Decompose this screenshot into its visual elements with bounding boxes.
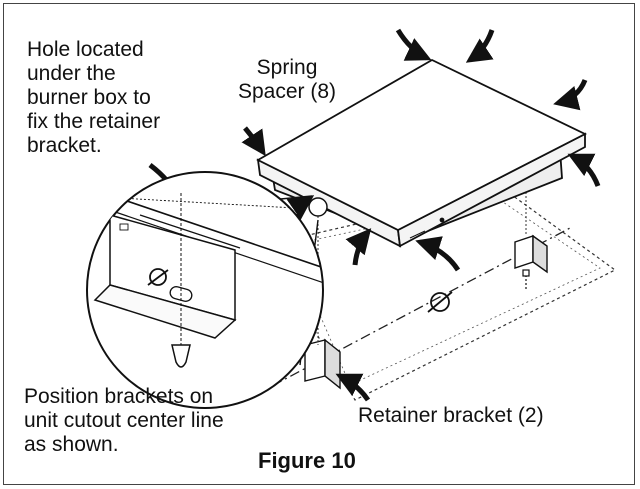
center-line-symbol — [427, 291, 453, 313]
hole-label-line: fix the retainer — [27, 110, 161, 133]
hole-label-line: under the — [27, 62, 116, 85]
position-label-line: unit cutout center line — [24, 409, 224, 432]
cutout-inner-outline — [289, 199, 601, 386]
position-brackets-label: Position brackets on unit cutout center … — [24, 385, 224, 457]
retainer-bracket-label: Retainer bracket (2) — [358, 404, 544, 427]
figure-frame — [3, 3, 635, 485]
hole-label-line: burner box to — [27, 86, 151, 109]
spring-spacer-label: Spring Spacer (8) — [238, 56, 336, 104]
zoom-callout — [86, 171, 324, 409]
spring-spacer-arrows — [241, 28, 601, 272]
position-label-line: as shown. — [24, 433, 119, 456]
retainer-pointer-arrow — [335, 373, 371, 402]
hole-location-label: Hole located under the burner box to fix… — [27, 38, 160, 158]
hole-label-line: bracket. — [27, 134, 102, 157]
retainer-bracket-left — [304, 338, 341, 390]
retainer-bracket-right — [514, 234, 548, 274]
position-label-line: Position brackets on — [24, 385, 214, 408]
spring-label-line: Spacer (8) — [238, 80, 337, 103]
spring-label-line: Spring — [256, 56, 318, 79]
screw-right — [522, 269, 530, 290]
figure-title: Figure 10 — [258, 448, 356, 473]
cooktop — [256, 58, 588, 248]
hole-label-line: Hole located — [27, 38, 144, 61]
